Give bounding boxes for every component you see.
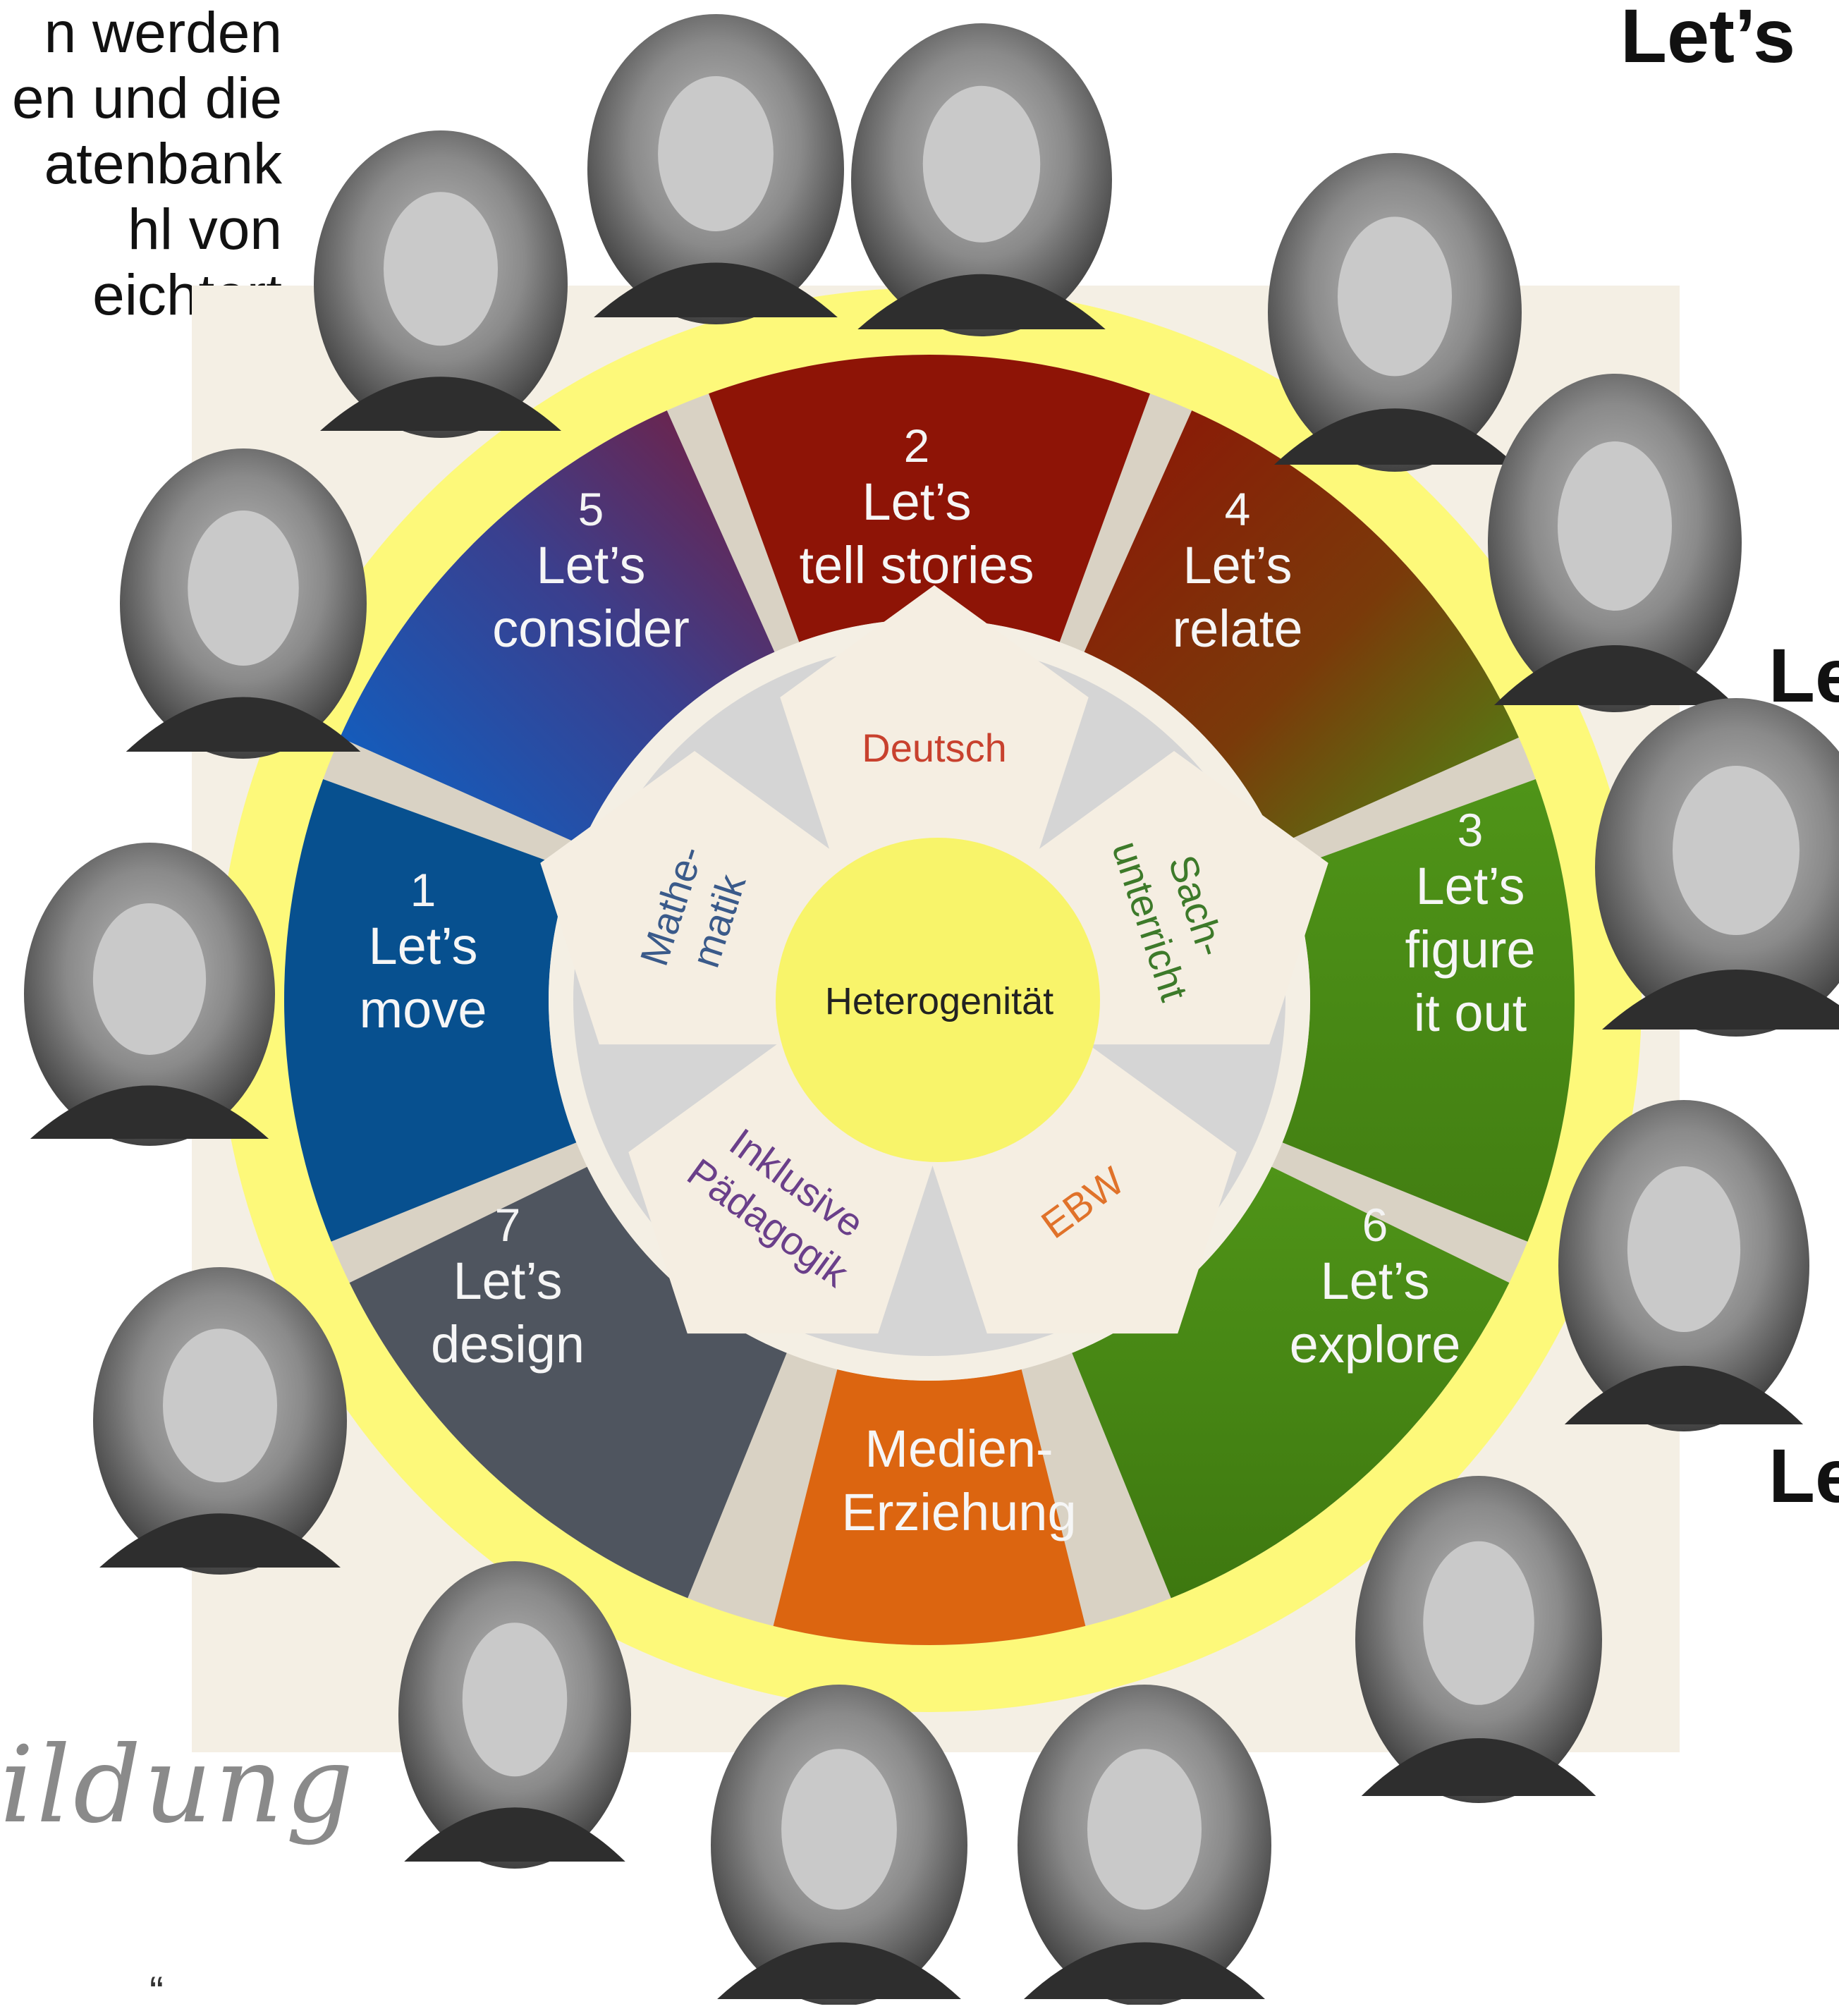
portrait-shoulders bbox=[857, 274, 1106, 329]
portrait-face bbox=[188, 511, 299, 666]
portrait-face bbox=[781, 1749, 897, 1910]
side-text-line: n werden bbox=[44, 1, 282, 65]
portrait-face bbox=[92, 903, 207, 1055]
subject-label-deutsch: Deutsch bbox=[862, 726, 1006, 770]
portrait-8 bbox=[1018, 1685, 1271, 2005]
portrait-face bbox=[922, 85, 1041, 243]
portrait-7 bbox=[1355, 1476, 1602, 1803]
script-word: ildung bbox=[0, 1724, 357, 1847]
side-text-line: hl von bbox=[128, 197, 282, 262]
portrait-shoulders bbox=[1494, 645, 1735, 705]
portrait-1 bbox=[587, 14, 844, 324]
portrait-shoulders bbox=[1024, 1942, 1265, 1999]
side-text-line: atenbank bbox=[44, 132, 282, 196]
portrait-13 bbox=[120, 448, 367, 759]
portrait-14 bbox=[314, 130, 568, 438]
portrait-shoulders bbox=[1274, 408, 1515, 465]
segment-medien-label: Erziehung bbox=[841, 1483, 1076, 1541]
segment-tell-stories-label: Let’s bbox=[862, 472, 972, 531]
segment-design-label: design bbox=[431, 1315, 585, 1374]
segment-figure-it-out-number: 3 bbox=[1458, 804, 1484, 856]
portrait-shoulders bbox=[717, 1942, 961, 1999]
segment-move-label: Let’s bbox=[369, 917, 478, 975]
subject-label-group-deutsch: Deutsch bbox=[862, 726, 1006, 770]
segment-relate bbox=[1084, 410, 1519, 845]
segment-consider-label: consider bbox=[492, 599, 690, 658]
segment-tell-stories-number: 2 bbox=[904, 420, 930, 472]
segment-move-label: move bbox=[360, 980, 487, 1039]
portrait-face bbox=[1627, 1166, 1741, 1332]
portrait-shoulders bbox=[126, 697, 361, 752]
center-label: Heterogenität bbox=[825, 980, 1053, 1022]
portrait-shoulders bbox=[594, 262, 838, 317]
segment-design bbox=[349, 1166, 787, 1599]
portrait-shoulders bbox=[99, 1513, 341, 1568]
heading-top-right: Let’s bbox=[1620, 0, 1796, 78]
segment-figure-it-out-label: figure bbox=[1405, 920, 1535, 979]
subject-pentagon-deutsch bbox=[780, 585, 1089, 879]
center-circle bbox=[776, 838, 1100, 1162]
portrait-face bbox=[1558, 441, 1672, 611]
subject-pentagon-mathematik bbox=[540, 751, 849, 1045]
portrait-2 bbox=[851, 23, 1112, 336]
segment-explore-label: Let’s bbox=[1321, 1252, 1430, 1310]
portrait-face bbox=[163, 1328, 277, 1483]
portrait-shoulders bbox=[1564, 1365, 1804, 1424]
segment-explore-label: explore bbox=[1290, 1315, 1461, 1374]
segment-figure-it-out bbox=[1282, 779, 1575, 1242]
portrait-3 bbox=[1268, 153, 1522, 472]
portrait-shoulders bbox=[320, 377, 561, 431]
portrait-face bbox=[1423, 1541, 1534, 1705]
segment-move bbox=[283, 779, 577, 1242]
portrait-9 bbox=[711, 1685, 967, 2005]
portrait-10 bbox=[398, 1561, 631, 1869]
portrait-5 bbox=[1595, 698, 1839, 1037]
segment-medien bbox=[773, 1369, 1086, 1646]
segment-move-number: 1 bbox=[410, 864, 436, 916]
portrait-face bbox=[384, 192, 498, 346]
portrait-face bbox=[1673, 766, 1800, 935]
portrait-face bbox=[462, 1623, 568, 1777]
segment-consider-label: Let’s bbox=[537, 536, 646, 594]
segment-design-label: Let’s bbox=[453, 1252, 563, 1310]
portrait-shoulders bbox=[1602, 970, 1839, 1030]
side-text-line: en und die bbox=[11, 66, 282, 130]
segment-tell-stories-label: tell stories bbox=[799, 536, 1034, 594]
segment-figure-it-out-label: Let’s bbox=[1416, 857, 1525, 915]
segment-figure-it-out-label: it out bbox=[1414, 984, 1527, 1042]
portrait-12 bbox=[24, 843, 275, 1146]
quote-mark: “ bbox=[149, 1968, 164, 2015]
segment-relate-label: Let’s bbox=[1183, 536, 1293, 594]
segment-relate-label: relate bbox=[1172, 599, 1302, 658]
segment-consider bbox=[340, 410, 775, 845]
portrait-shoulders bbox=[1361, 1738, 1596, 1796]
portrait-face bbox=[658, 76, 774, 231]
segment-tell-stories bbox=[709, 355, 1150, 642]
portrait-face bbox=[1087, 1749, 1202, 1910]
segment-medien-label: Medien- bbox=[864, 1419, 1053, 1478]
segment-consider-number: 5 bbox=[578, 483, 604, 535]
heading-right-2: Le bbox=[1768, 1433, 1839, 1518]
portrait-shoulders bbox=[404, 1807, 625, 1862]
side-text: n werden en und die atenbank hl von eich… bbox=[0, 0, 282, 328]
portrait-shoulders bbox=[30, 1085, 269, 1139]
segment-explore bbox=[1072, 1166, 1510, 1599]
segment-design-number: 7 bbox=[495, 1199, 521, 1251]
portrait-face bbox=[1338, 216, 1452, 377]
heading-right-1: Le bbox=[1768, 633, 1839, 718]
portrait-4 bbox=[1488, 374, 1742, 712]
segment-relate-number: 4 bbox=[1225, 483, 1251, 535]
portrait-6 bbox=[1558, 1100, 1809, 1431]
segment-explore-number: 6 bbox=[1362, 1199, 1388, 1251]
portrait-11 bbox=[93, 1267, 347, 1575]
